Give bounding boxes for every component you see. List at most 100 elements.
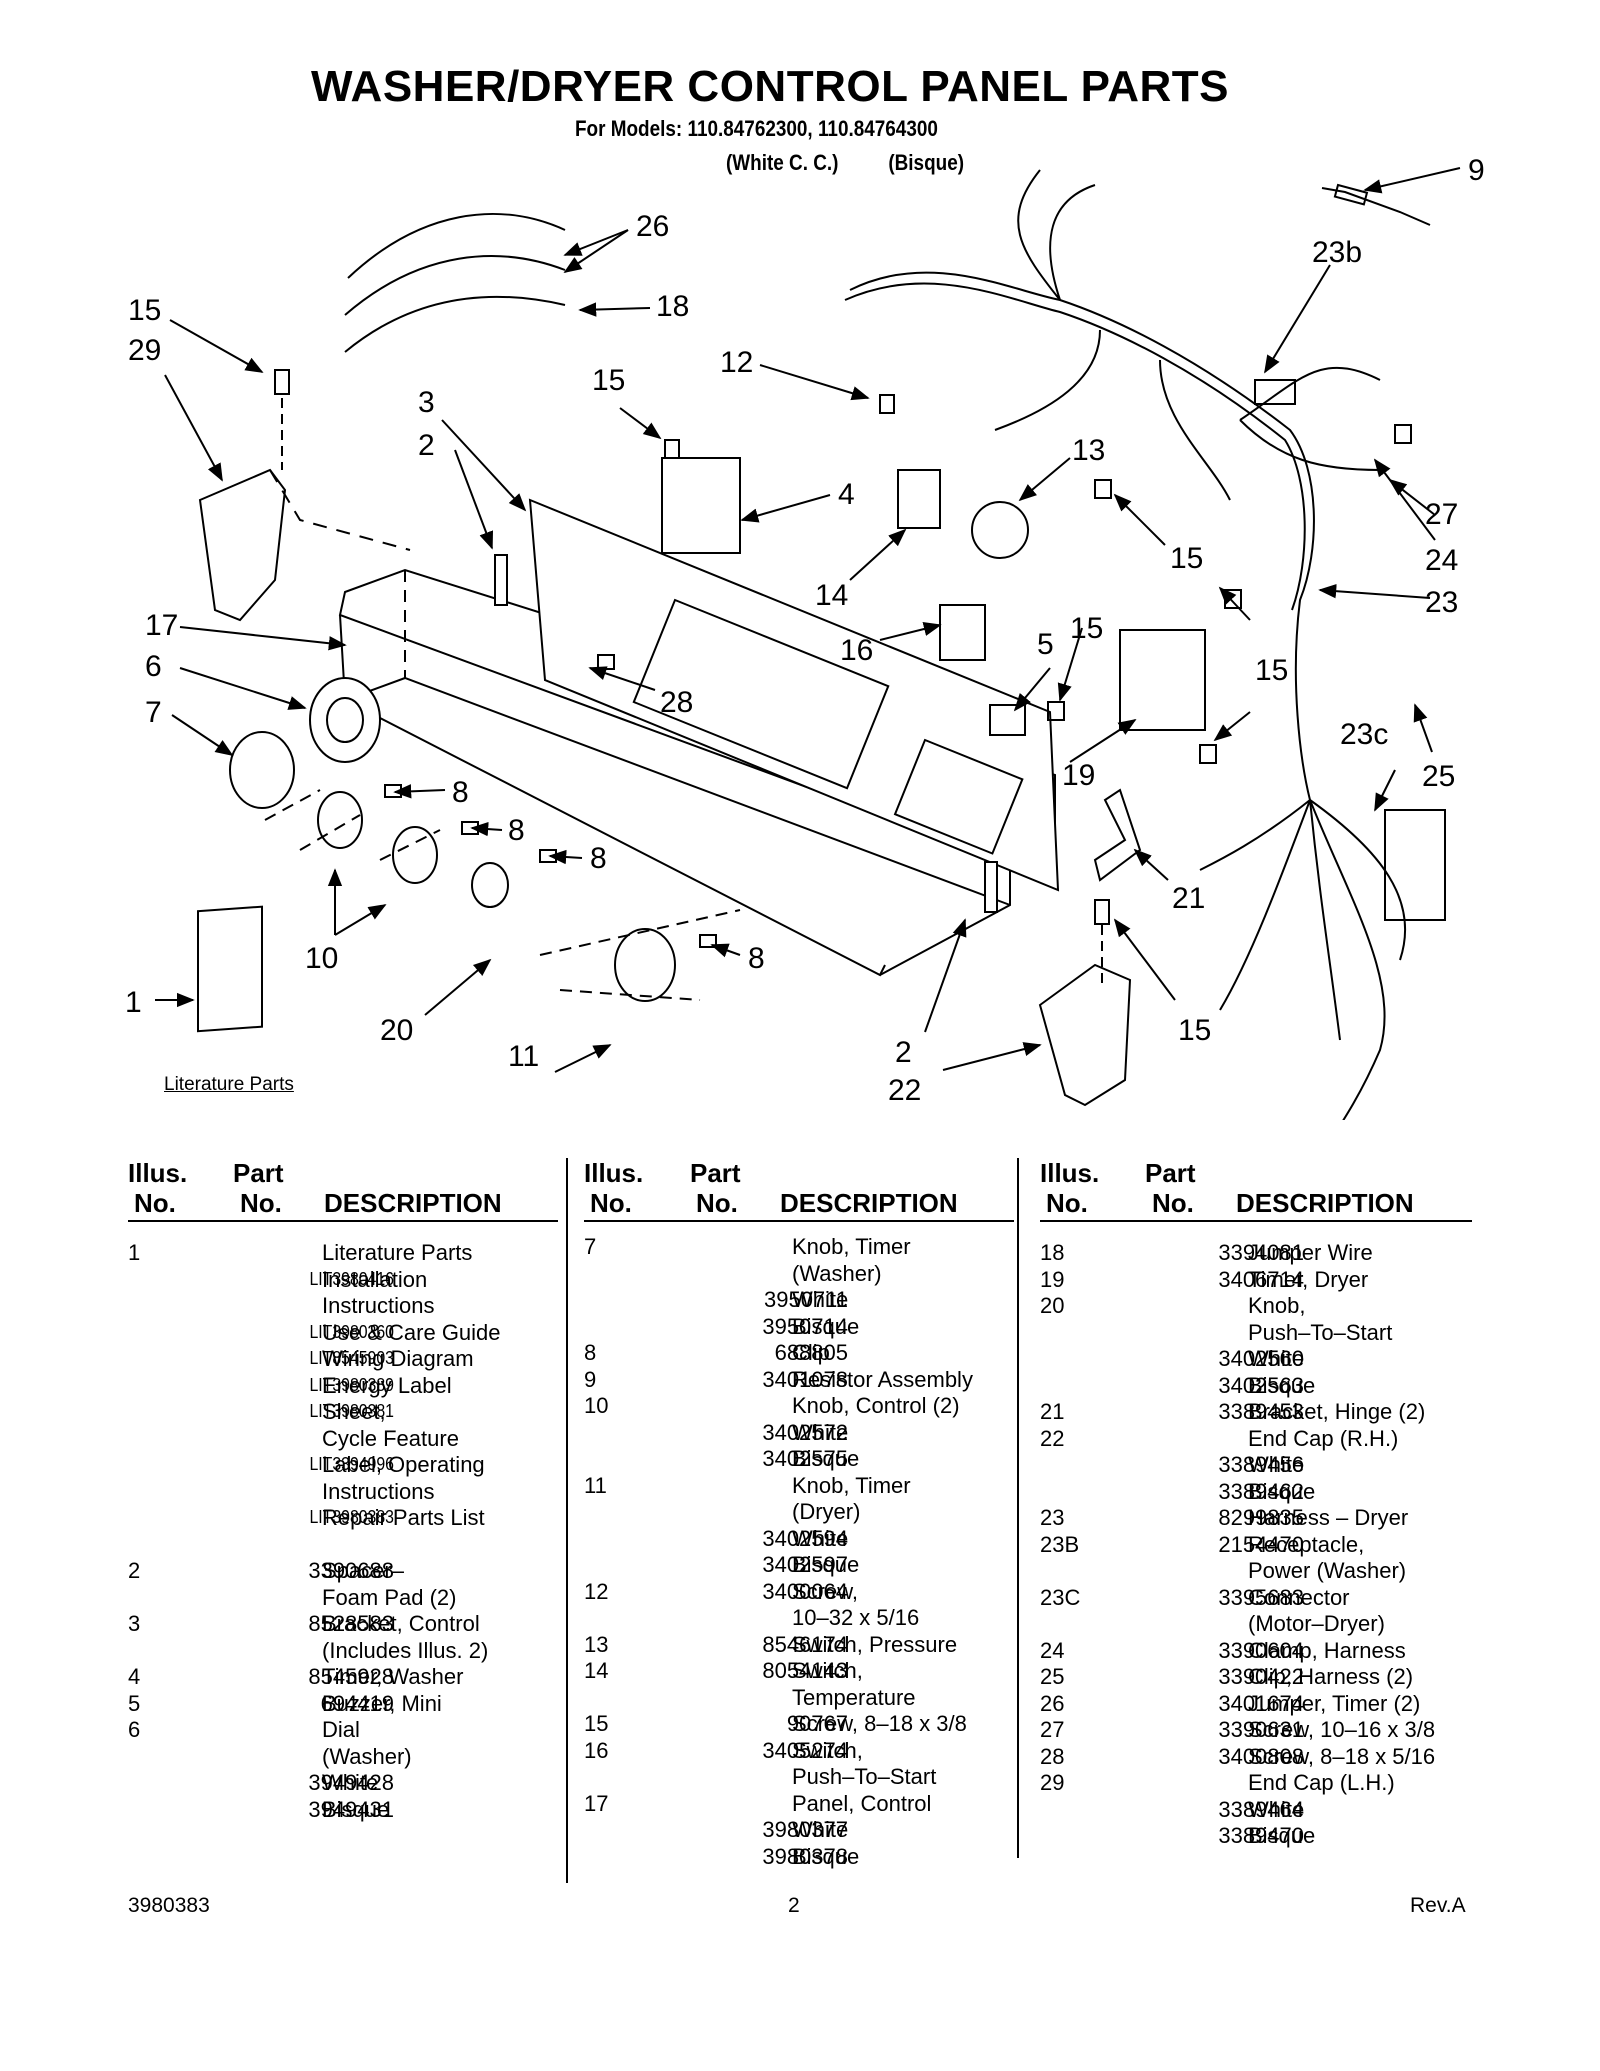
callout: 14 (815, 579, 848, 612)
part-number: LIT3980360 (309, 1321, 394, 1342)
illus-number: 21 (1040, 1399, 1065, 1424)
callout: 25 (1422, 760, 1455, 793)
part-number: 3390631 (1218, 1717, 1304, 1742)
callout: 16 (840, 634, 873, 667)
part-number: 3395683 (1218, 1584, 1304, 1610)
header-illus-1: Illus. (584, 1158, 644, 1188)
part-description: Bisque (1248, 1478, 1316, 1504)
part-description: Bisque (792, 1552, 860, 1577)
callout: 15 (1170, 542, 1203, 575)
part-description: Installation (322, 1266, 428, 1292)
parts-table-row: (Motor–Dryer) (1040, 1611, 1472, 1638)
part-description: Timer, Dryer (1248, 1266, 1369, 1292)
part-description: Label, Operating (322, 1452, 485, 1477)
part-number: 8528583 (308, 1611, 394, 1636)
header-description: DESCRIPTION (1236, 1188, 1414, 1218)
part-number: LIT3980381 (309, 1401, 394, 1421)
part-description: Screw, 8–18 x 3/8 (792, 1711, 967, 1736)
header-part-1: Part (233, 1158, 284, 1188)
part-number: 3389456 (1218, 1452, 1304, 1477)
illus-number: 11 (584, 1472, 607, 1498)
callout: 15 (1178, 1014, 1211, 1047)
part-description: White (1248, 1346, 1305, 1371)
callout: 6 (145, 650, 162, 683)
illus-number: 6 (128, 1717, 141, 1742)
illus-number: 23 (1040, 1505, 1065, 1530)
callout: 12 (720, 346, 753, 379)
illus-number: 25 (1040, 1664, 1065, 1689)
callout: 7 (145, 696, 162, 729)
illus-number: 27 (1040, 1717, 1065, 1742)
parts-table-row: 10–32 x 5/16 (584, 1605, 1014, 1632)
knob-timer-dryer-shape (614, 928, 676, 1002)
part-number: 3389464 (1218, 1796, 1304, 1822)
wire-harness-shape (844, 169, 1446, 1120)
callout: 18 (656, 290, 689, 323)
part-number: 694419 (320, 1690, 394, 1716)
part-description: Literature Parts (322, 1240, 473, 1265)
callout: 24 (1425, 544, 1458, 577)
part-description: Connector (1248, 1584, 1350, 1610)
part-description: Screw, (792, 1578, 859, 1604)
header-illus-2: No. (590, 1188, 632, 1218)
header-part-1: Part (690, 1158, 741, 1188)
part-number: 3389470 (1218, 1823, 1304, 1848)
part-description: White (792, 1419, 849, 1445)
part-description: Foam Pad (2) (322, 1584, 457, 1610)
part-number: 3390604 (1218, 1637, 1304, 1663)
part-description: End Cap (R.H.) (1248, 1425, 1399, 1451)
part-number: 3390422 (1218, 1664, 1304, 1689)
jumper-timer-wire-2 (344, 255, 566, 316)
part-description: Push–To–Start (792, 1764, 937, 1789)
part-number: 3389453 (1218, 1399, 1304, 1424)
callout: 8 (508, 814, 525, 847)
header-part-2: No. (1152, 1188, 1194, 1218)
part-description: End Cap (L.H.) (1248, 1770, 1395, 1795)
part-number: 3950714 (762, 1313, 848, 1339)
part-description: Receptacle, (1248, 1531, 1365, 1557)
part-description: White (792, 1525, 849, 1551)
header-part-1: Part (1145, 1158, 1196, 1188)
dial-washer-shape (309, 677, 381, 763)
part-description: Switch, (792, 1737, 863, 1763)
part-description: Jumper, Timer (2) (1248, 1690, 1421, 1716)
illus-number: 18 (1040, 1240, 1065, 1265)
header-part-2: No. (240, 1188, 282, 1218)
part-description: White (322, 1770, 379, 1795)
part-description: Repair Parts List (322, 1505, 485, 1530)
header-illus-2: No. (1046, 1188, 1088, 1218)
illus-number: 29 (1040, 1770, 1065, 1795)
timer-dryer-shape (1119, 629, 1206, 731)
callout: 21 (1172, 882, 1205, 915)
part-number: 3980378 (762, 1843, 848, 1869)
part-description: Bracket, Control (322, 1611, 480, 1636)
part-description: Dial (322, 1717, 360, 1742)
part-number: 8545928 (308, 1664, 394, 1689)
end-cap-left-shape (198, 468, 287, 622)
illus-number: 24 (1040, 1637, 1065, 1663)
part-description: Clip (792, 1340, 830, 1365)
part-description: Panel, Control (792, 1790, 932, 1816)
part-description: Bisque (1248, 1372, 1316, 1398)
callout: 15 (128, 294, 161, 327)
part-number: 3390688 (308, 1558, 394, 1583)
part-description: Jumper Wire (1248, 1240, 1373, 1265)
illus-number: 12 (584, 1578, 609, 1604)
footer-page-number: 2 (788, 1894, 800, 1917)
end-cap-right-shape (1038, 963, 1132, 1107)
